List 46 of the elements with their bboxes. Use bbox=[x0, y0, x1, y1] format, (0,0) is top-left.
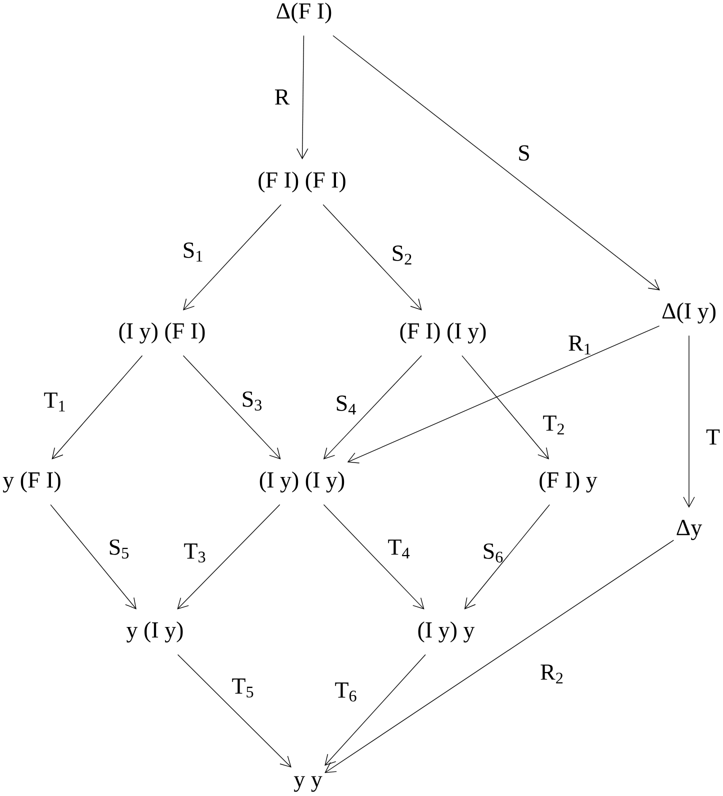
arrow bbox=[182, 355, 281, 460]
arrow bbox=[177, 654, 292, 768]
arrow bbox=[323, 355, 422, 460]
edge-label: S bbox=[519, 145, 529, 161]
term-label: (F I) (F I) bbox=[258, 172, 346, 192]
arrow bbox=[332, 35, 660, 290]
term-label: Δy bbox=[676, 520, 702, 540]
arrow bbox=[50, 504, 136, 610]
arrow bbox=[462, 355, 550, 460]
edge-label: T$_{1}$ bbox=[44, 392, 65, 412]
term-label: Δ(I y) bbox=[662, 302, 716, 324]
arrow bbox=[322, 204, 422, 310]
edge-label: S$_{6}$ bbox=[484, 543, 503, 563]
term-label: (F I) y bbox=[540, 472, 598, 492]
arrow bbox=[52, 355, 143, 460]
term-label: Δ(F I) bbox=[276, 2, 332, 24]
edge-label: S$_{4}$ bbox=[336, 396, 356, 414]
term-label: (F I) (I y) bbox=[400, 322, 486, 344]
arrow bbox=[324, 540, 674, 773]
term-label: (I y) (F I) bbox=[119, 322, 205, 344]
arrow bbox=[183, 204, 282, 310]
edge-label: R bbox=[274, 89, 290, 105]
edge-label: T$_{4}$ bbox=[388, 540, 410, 558]
edge-label: T bbox=[706, 429, 720, 445]
arrow bbox=[683, 335, 695, 508]
edge-label: T$_{6}$ bbox=[335, 682, 356, 702]
edge-label: S$_{1}$ bbox=[184, 242, 202, 262]
edge-label: R$_{2}$ bbox=[540, 664, 563, 684]
edge-label: S$_{5}$ bbox=[110, 539, 129, 559]
arrow bbox=[347, 326, 660, 464]
arrow bbox=[323, 504, 424, 610]
term-label: y (I y) bbox=[126, 622, 183, 642]
edge-label: S$_{2}$ bbox=[392, 246, 412, 264]
term-label: (I y) y bbox=[418, 622, 475, 642]
edge-label: T$_{2}$ bbox=[543, 416, 564, 434]
arrow bbox=[324, 654, 426, 766]
term-label: y (F I) bbox=[2, 472, 60, 492]
edge-label: T$_{3}$ bbox=[184, 544, 206, 562]
term-label: (I y) (I y) bbox=[260, 472, 344, 492]
term-label: y y bbox=[294, 776, 322, 792]
arrow bbox=[177, 504, 280, 610]
arrow bbox=[296, 35, 308, 160]
edge-label: R$_{1}$ bbox=[568, 336, 590, 354]
edge-label: S$_{3}$ bbox=[242, 391, 262, 411]
arrow bbox=[464, 504, 550, 610]
edge-label: T$_{5}$ bbox=[232, 678, 254, 698]
